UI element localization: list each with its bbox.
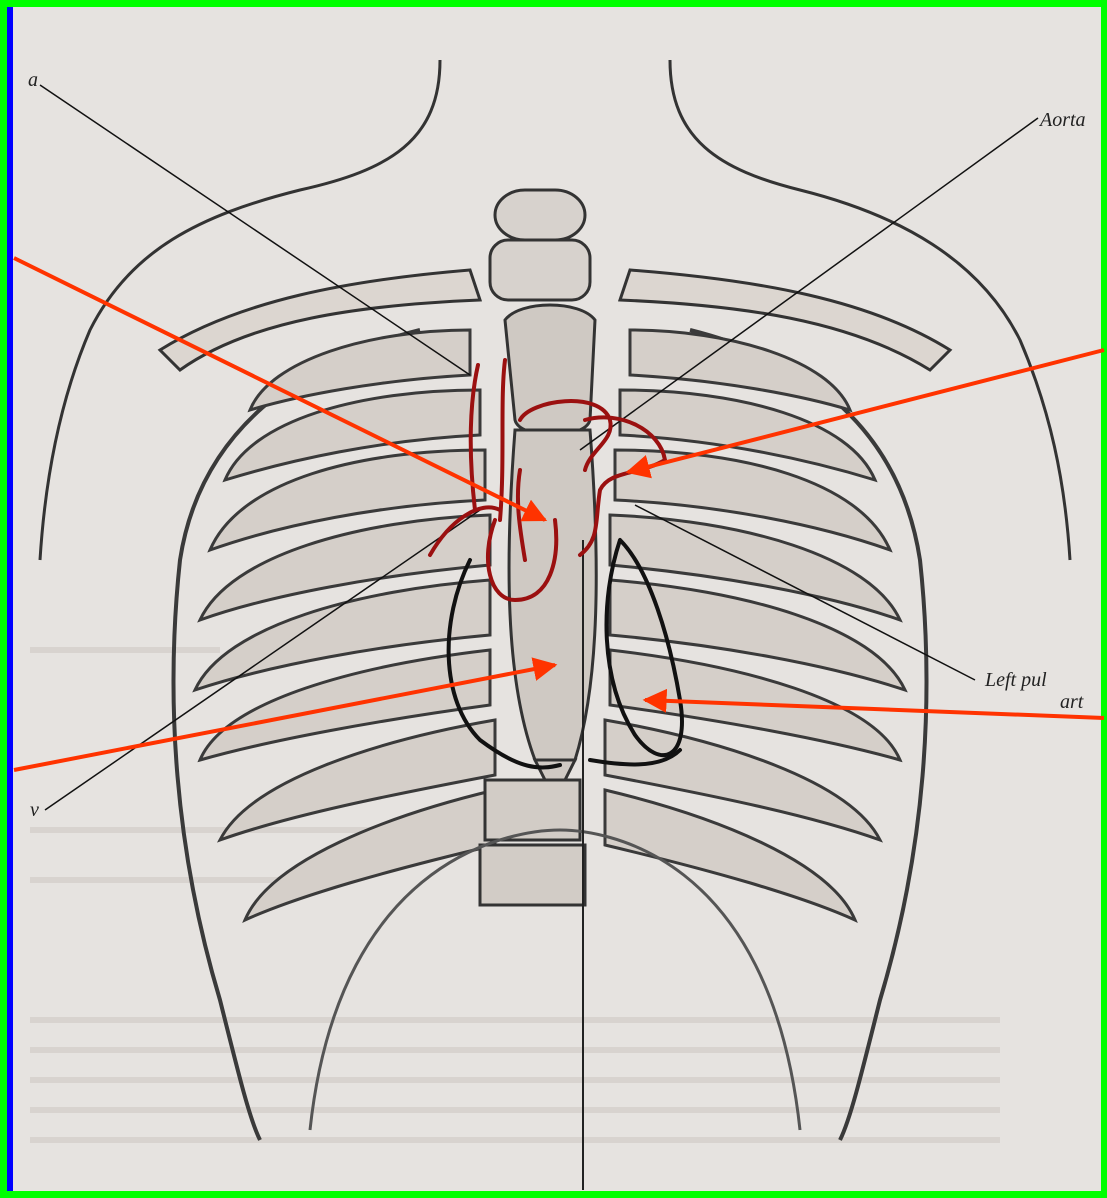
label-bottom-fragment: v: [30, 800, 39, 820]
label-vena-fragment: a: [28, 70, 38, 90]
ribs-right: [605, 330, 905, 920]
spine-top: [490, 190, 590, 300]
label-aorta: Aorta: [1040, 110, 1086, 130]
label-left-pulmonary-line1: Left pul: [985, 670, 1047, 690]
label-left-pulmonary-line2: art: [1060, 692, 1083, 712]
